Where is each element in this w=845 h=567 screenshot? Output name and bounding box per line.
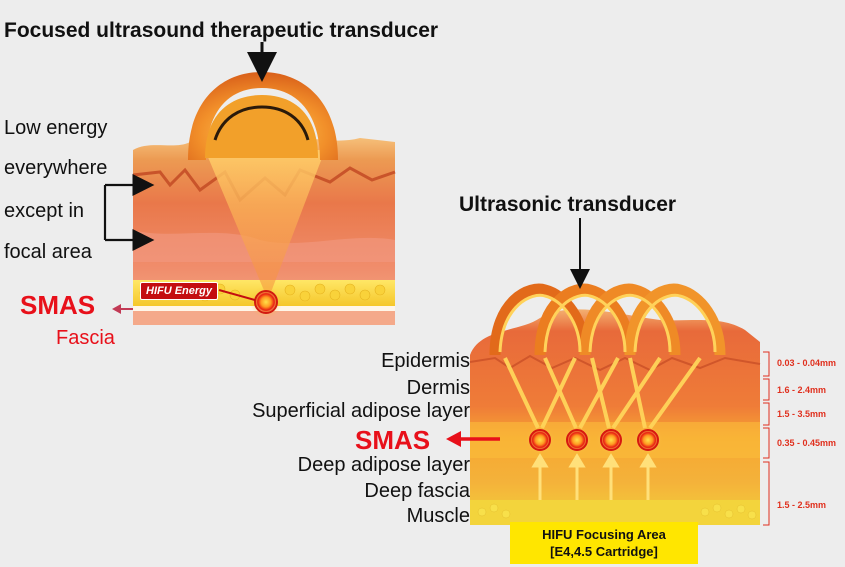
left-smas-label: SMAS <box>20 290 96 320</box>
measurement-1: 0.03 - 0.04mm <box>777 358 837 368</box>
left-smas-arrow <box>112 304 133 314</box>
right-title: Ultrasonic transducer <box>459 193 677 216</box>
measurement-4: 0.35 - 0.45mm <box>777 438 837 448</box>
left-title: Focused ultrasound therapeutic transduce… <box>4 19 439 42</box>
right-tissue-block <box>469 283 761 525</box>
side-line-1: Low energy <box>4 117 108 139</box>
left-tissue-block <box>132 72 396 325</box>
measurement-3: 1.5 - 3.5mm <box>777 409 827 419</box>
side-line-4: focal area <box>4 241 92 263</box>
side-line-2: everywhere <box>4 157 108 179</box>
right-smas-arrow <box>446 431 500 447</box>
fascia-label: Fascia <box>56 327 115 349</box>
focus-box-line-1: HIFU Focusing Area <box>542 527 666 542</box>
layer-superficial-adipose: Superficial adipose layer <box>252 400 470 422</box>
layer-muscle: Muscle <box>406 505 470 527</box>
right-smas-label: SMAS <box>355 425 431 455</box>
measurement-2: 1.6 - 2.4mm <box>777 385 827 395</box>
measurement-5: 1.5 - 2.5mm <box>777 500 827 510</box>
focus-box-line-2: [E4,4.5 Cartridge] <box>550 544 658 559</box>
layer-dermis: Dermis <box>406 377 470 399</box>
layer-deep-fascia: Deep fascia <box>364 480 470 502</box>
low-energy-bracket <box>103 174 155 251</box>
hifu-energy-tag: HIFU Energy <box>140 282 219 300</box>
measurement-brackets <box>763 351 770 526</box>
side-line-3: except in <box>4 200 85 222</box>
focus-points <box>525 425 663 455</box>
layer-epidermis: Epidermis <box>381 350 470 372</box>
hifu-focusing-area-box: HIFU Focusing Area [E4,4.5 Cartridge] <box>510 522 698 564</box>
layer-deep-adipose: Deep adipose layer <box>297 454 470 476</box>
